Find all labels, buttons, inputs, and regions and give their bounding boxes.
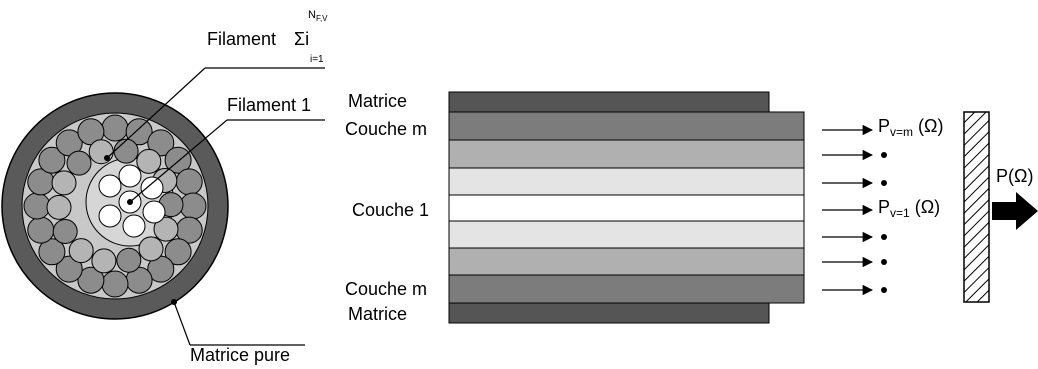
power-v-1-label: Pv=1(Ω) [878,197,940,220]
dot-couche-m-bottom [881,287,887,293]
dot-mid-top [881,152,887,158]
filament-outer [175,168,203,196]
filament-middle [136,148,162,174]
filament-middle [51,170,77,196]
filament-inner [142,200,166,224]
total-power-arrow [992,192,1038,230]
filament-middle [66,150,92,176]
filament-middle [68,238,94,264]
filament-middle [153,216,179,242]
sum-symbol: Σi [294,29,309,49]
leader-line-matrice-pure [173,301,191,346]
leader-line-filament-sum [106,67,206,159]
filament-middle [91,248,117,274]
filament-1-label: Filament 1 [227,95,311,115]
layer-couche-m-bottom [448,274,805,304]
layer-matrice-top [448,91,770,113]
leader-dot-matrice-pure [171,299,177,305]
filament-middle [138,236,164,262]
sum-upper-limit: NF,V [308,9,328,23]
filament-inner [122,214,146,238]
filament-middle [116,247,142,273]
total-power-label: P(Ω) [996,166,1033,186]
detector-plate [963,111,990,303]
layer-stack [448,91,805,324]
filament-outer [101,114,129,142]
dot-mid-bottom [881,259,887,265]
filament-outer [101,270,129,298]
filament-outer [38,238,66,266]
filament-group [23,114,207,298]
dot-light-top [881,180,887,186]
filament-inner [140,176,164,200]
filament-inner [98,204,122,228]
matrice-top-label: Matrice [348,91,407,111]
filament-outer [164,238,192,266]
matrice-bottom-label: Matrice [348,304,407,324]
filament-outer [147,129,175,157]
leader-line-filament-1 [129,119,228,203]
filament-outer [23,192,51,220]
filament-inner [98,174,122,198]
filament-middle [46,194,72,220]
layer-couche-m-top [448,111,805,141]
sum-lower-limit: i=1 [310,54,324,65]
filament-outer [77,266,105,294]
filament-outer [55,255,83,283]
couche-1-label: Couche 1 [352,200,429,220]
filament-sum-label: Filament [207,29,276,49]
layer-light-top [448,167,805,196]
filament-inner [118,164,142,188]
layer-mid-top [448,139,805,169]
filament-middle [113,138,139,164]
dot-light-bottom [881,234,887,240]
filament-outer [38,146,66,174]
layer-mid-bottom [448,247,805,276]
fiber-cross-section [1,92,229,320]
filament-outer [27,216,55,244]
filament-middle [88,139,114,165]
leader-dot-filament-sum [104,155,110,161]
filament-outer [125,118,153,146]
couche-m-bottom-label: Couche m [345,279,427,299]
couche-m-top-label: Couche m [345,119,427,139]
filament-middle [52,219,78,244]
matrice-pure-label: Matrice pure [190,345,290,365]
power-v-m-label: Pv=m(Ω) [878,116,943,139]
layer-matrice-bottom [448,302,770,324]
layer-couche-1 [448,194,805,222]
layer-light-bottom [448,220,805,249]
leader-dot-filament-1 [127,199,133,205]
filament-outer [179,192,207,220]
layer-output-arrows [822,124,887,296]
